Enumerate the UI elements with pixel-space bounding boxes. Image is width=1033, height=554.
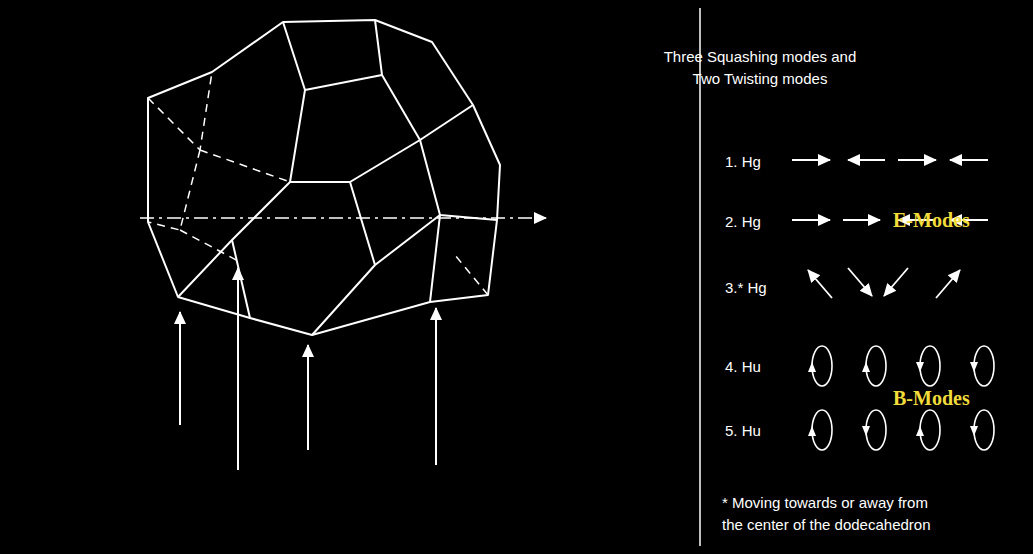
mode-number: 5. Hu — [725, 420, 761, 442]
mode-number: 4. Hu — [725, 356, 761, 378]
mode-group-label: B-Modes — [893, 384, 970, 413]
footnote: * Moving towards or away from the center… — [722, 492, 940, 536]
heading: Three Squashing modes and Two Twisting m… — [660, 46, 860, 90]
mode-number: 3.* Hg — [725, 277, 767, 299]
mode-number: 2. Hg — [725, 211, 761, 233]
mode-number: 1. Hg — [725, 151, 761, 173]
mode-group-label: E-Modes — [893, 206, 970, 235]
